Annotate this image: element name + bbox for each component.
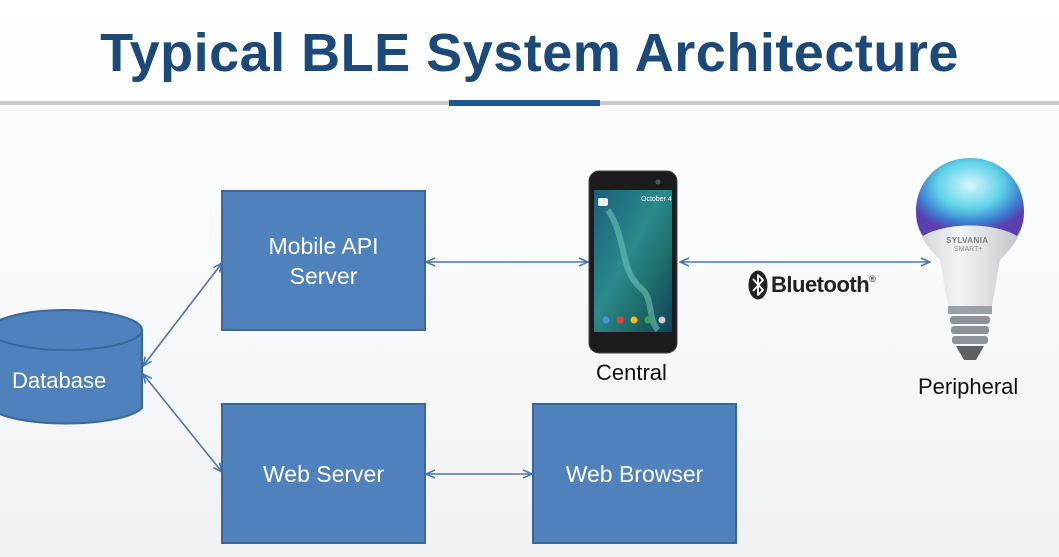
- bluetooth-registered-mark: ®: [869, 274, 876, 284]
- title-divider-accent: [449, 100, 600, 106]
- peripheral-label: Peripheral: [918, 374, 1019, 399]
- web-server-box: Web Server: [221, 403, 426, 544]
- connector-db-api: [143, 263, 222, 366]
- bulb-brand: SYLVANIA: [946, 236, 989, 245]
- page-title: Typical BLE System Architecture: [100, 23, 959, 83]
- bluetooth-logo: Bluetooth ®: [748, 270, 876, 300]
- bluetooth-icon: [748, 270, 768, 300]
- connector-db-web: [143, 374, 222, 472]
- mobile-api-server-box: Mobile API Server: [221, 190, 426, 331]
- phone-date: October 4: [641, 196, 672, 203]
- database-cylinder: [0, 309, 143, 425]
- smartphone-icon: [588, 170, 678, 354]
- bulb-subbrand: SMART+: [954, 246, 983, 253]
- database-label: Database: [12, 368, 107, 393]
- web-browser-box: Web Browser: [532, 403, 737, 544]
- central-label: Central: [596, 360, 667, 385]
- smart-bulb-icon: [916, 158, 1024, 360]
- bluetooth-text: Bluetooth: [771, 272, 870, 297]
